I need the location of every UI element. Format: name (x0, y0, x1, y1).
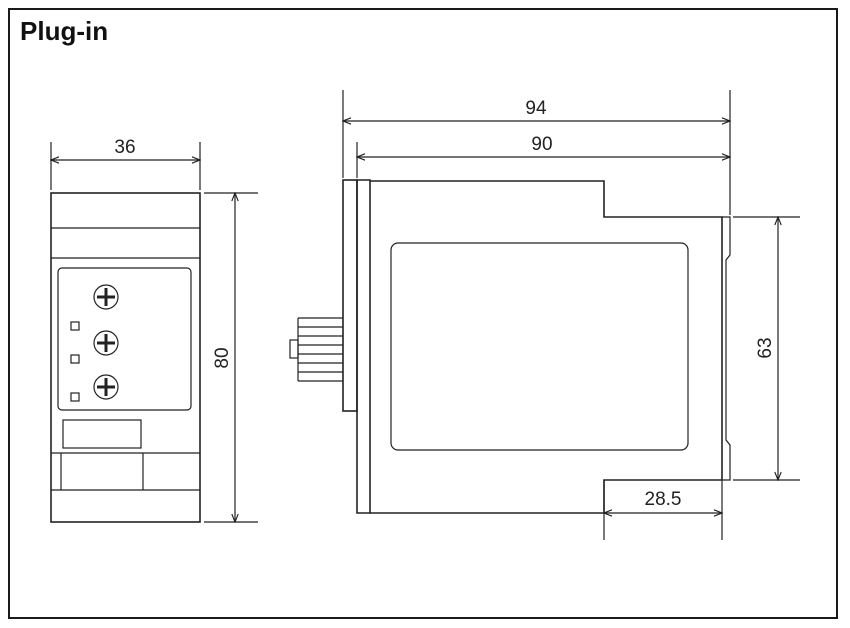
side-height-label: 63 (755, 337, 776, 358)
side-label-area (390, 242, 689, 451)
side-body-length-label: 90 (531, 134, 552, 155)
side-height-dimension: 63 (733, 217, 800, 480)
drawing-frame (8, 8, 838, 619)
socket-pins (289, 317, 343, 382)
led-indicator-icon (70, 321, 80, 331)
rail-offset-label: 28.5 (645, 489, 682, 510)
body-outline (370, 180, 723, 514)
front-view (50, 192, 201, 523)
potentiometer-icon (93, 284, 119, 310)
control-panel (57, 267, 192, 411)
front-width-label: 36 (114, 137, 135, 158)
led-indicator-icon (70, 392, 80, 402)
rail-clip (722, 216, 731, 481)
page-title: Plug-in (20, 16, 109, 46)
potentiometer-icon (93, 374, 119, 400)
body-front-face (356, 179, 371, 514)
front-height-label: 80 (212, 347, 233, 368)
socket-plate (342, 179, 358, 412)
front-housing (50, 192, 201, 523)
led-indicator-icon (70, 354, 80, 364)
label-window (62, 419, 142, 449)
side-total-length-label: 94 (525, 98, 547, 119)
side-total-length-dimension: 94 (343, 90, 730, 215)
front-width-dimension: 36 (51, 137, 200, 190)
side-body-length-dimension: 90 (357, 134, 730, 178)
front-height-dimension: 80 (204, 193, 258, 522)
side-view (289, 179, 731, 514)
rail-offset-dimension: 28.5 (604, 480, 722, 540)
potentiometer-icon (93, 330, 119, 356)
